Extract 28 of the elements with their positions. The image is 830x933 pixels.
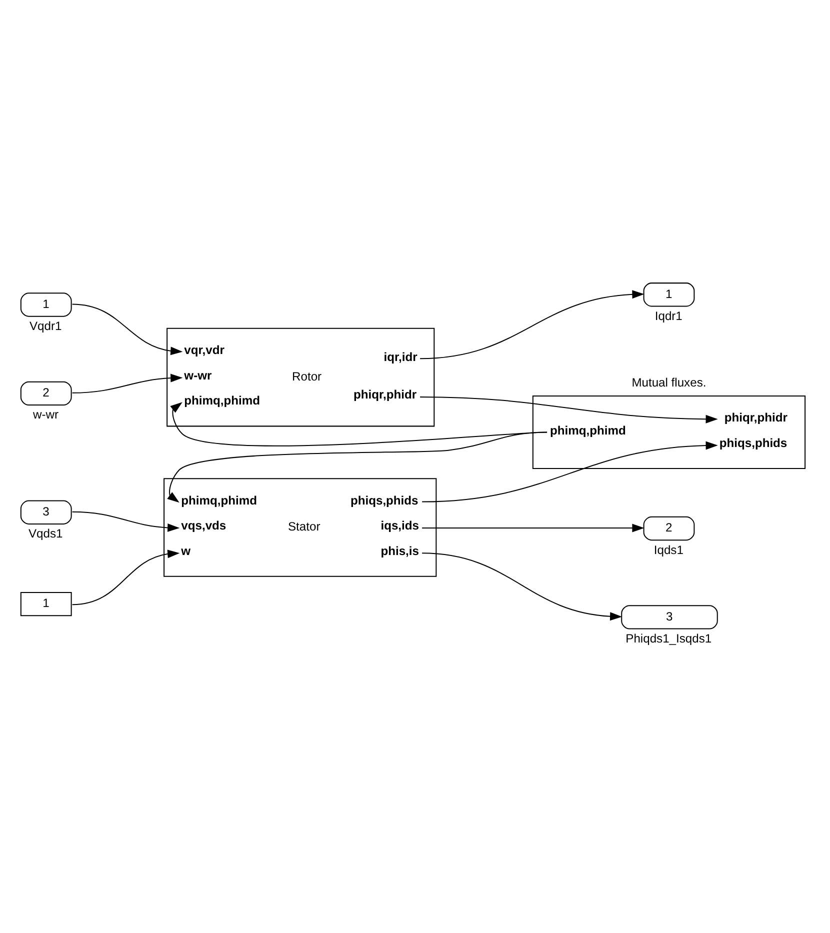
node-box: 3 <box>20 500 72 524</box>
node-label: Phiqds1_Isqds1 <box>626 631 712 646</box>
arrow <box>170 402 548 446</box>
arrow <box>422 524 644 532</box>
node-box: 2 <box>20 381 72 406</box>
node-box: 3 <box>621 605 718 630</box>
arrow <box>420 396 718 424</box>
arrow <box>72 374 183 394</box>
arrow <box>422 552 622 621</box>
node-box: 1 <box>643 282 695 307</box>
arrow <box>72 511 180 532</box>
node-label: Vqdr1 <box>29 319 62 334</box>
node-label: Vqds1 <box>28 526 63 541</box>
arrow <box>420 290 644 360</box>
node-box: phimq,phimd vqs,vds w Stator phiqs,phids iqs,ids phis,is <box>164 478 437 577</box>
node-box: phimq,phimd phiqr,phidr phiqs,phids <box>532 395 806 470</box>
node-box: 1 <box>20 292 72 317</box>
node-label: w-wr <box>33 408 59 422</box>
node-label: Iqds1 <box>654 542 684 557</box>
arrow <box>422 441 718 502</box>
arrow <box>72 304 183 356</box>
node-box: 2 <box>643 516 695 541</box>
arrow <box>72 550 180 606</box>
arrow <box>167 432 548 503</box>
node-label: Mutual fluxes. <box>632 375 706 390</box>
node-box: vqr,vdr w-wr phimq,phimd Rotor iqr,idr phiqr,phidr <box>166 328 435 427</box>
node-box: 1 <box>20 592 72 616</box>
node-label: Iqdr1 <box>654 308 682 323</box>
